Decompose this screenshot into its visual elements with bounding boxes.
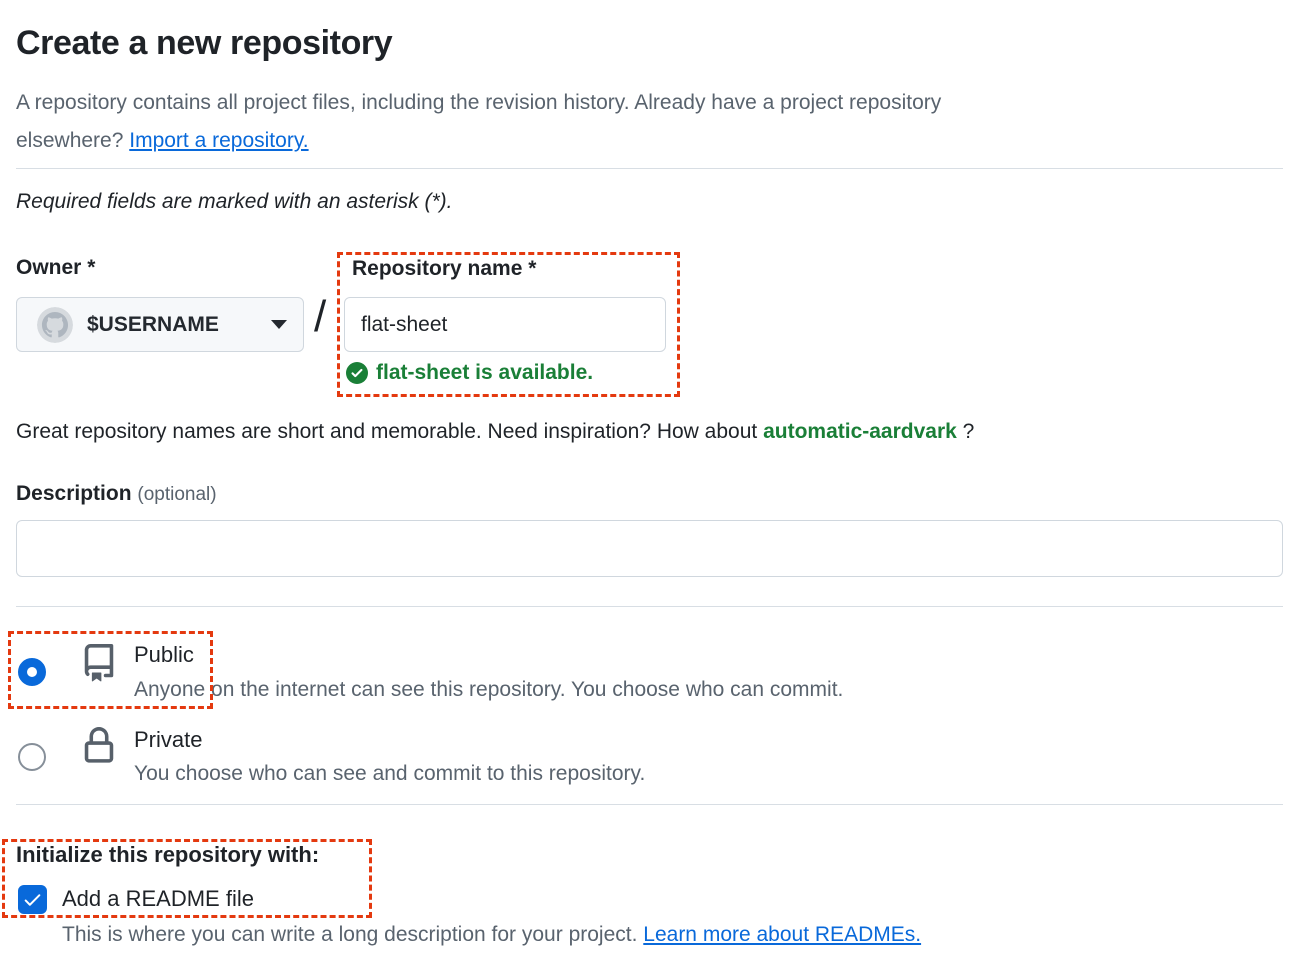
learn-about-readmes-link[interactable]: Learn more about READMEs. — [643, 923, 922, 946]
required-fields-note: Required fields are marked with an aster… — [16, 190, 453, 213]
intro-line2-prefix: elsewhere? — [16, 129, 124, 152]
chevron-down-icon — [271, 320, 287, 329]
owner-username: $USERNAME — [87, 312, 219, 336]
description-input[interactable] — [16, 520, 1283, 577]
public-option-description: Anyone on the internet can see this repo… — [134, 678, 844, 701]
octocat-avatar-icon — [37, 306, 73, 343]
owner-select-button[interactable]: $USERNAME — [16, 297, 304, 352]
check-circle-icon — [346, 362, 368, 384]
checkmark-icon — [24, 894, 41, 906]
repo-availability-message: flat-sheet is available. — [346, 361, 593, 385]
repo-name-label: Repository name * — [352, 257, 537, 280]
lock-icon — [84, 727, 114, 763]
readme-checkbox-label[interactable]: Add a README file — [62, 886, 254, 911]
initialize-heading: Initialize this repository with: — [16, 842, 320, 867]
divider — [16, 168, 1283, 169]
description-label: Description (optional) — [16, 482, 217, 505]
owner-required-asterisk: * — [87, 256, 96, 279]
owner-label: Owner * — [16, 256, 96, 279]
inspiration-text: Great repository names are short and mem… — [16, 420, 975, 443]
description-optional-tag: (optional) — [137, 484, 217, 505]
owner-repo-separator: / — [314, 292, 327, 341]
repo-book-icon — [84, 644, 114, 682]
repo-required-asterisk: * — [528, 257, 537, 280]
public-option-label[interactable]: Public — [134, 642, 194, 667]
private-radio[interactable] — [18, 743, 46, 771]
readme-note: This is where you can write a long descr… — [62, 923, 922, 946]
readme-checkbox[interactable] — [18, 885, 47, 914]
import-repository-link[interactable]: Import a repository. — [129, 129, 309, 152]
intro-line1: A repository contains all project files,… — [16, 91, 942, 114]
intro-text: A repository contains all project files,… — [16, 84, 941, 160]
divider — [16, 606, 1283, 607]
public-radio[interactable] — [18, 658, 46, 686]
private-option-description: You choose who can see and commit to thi… — [134, 762, 646, 785]
private-option-label[interactable]: Private — [134, 727, 203, 752]
suggested-repo-name: automatic-aardvark — [763, 420, 957, 443]
divider — [16, 804, 1283, 805]
page-title: Create a new repository — [16, 24, 393, 62]
repo-name-input[interactable] — [344, 297, 666, 352]
